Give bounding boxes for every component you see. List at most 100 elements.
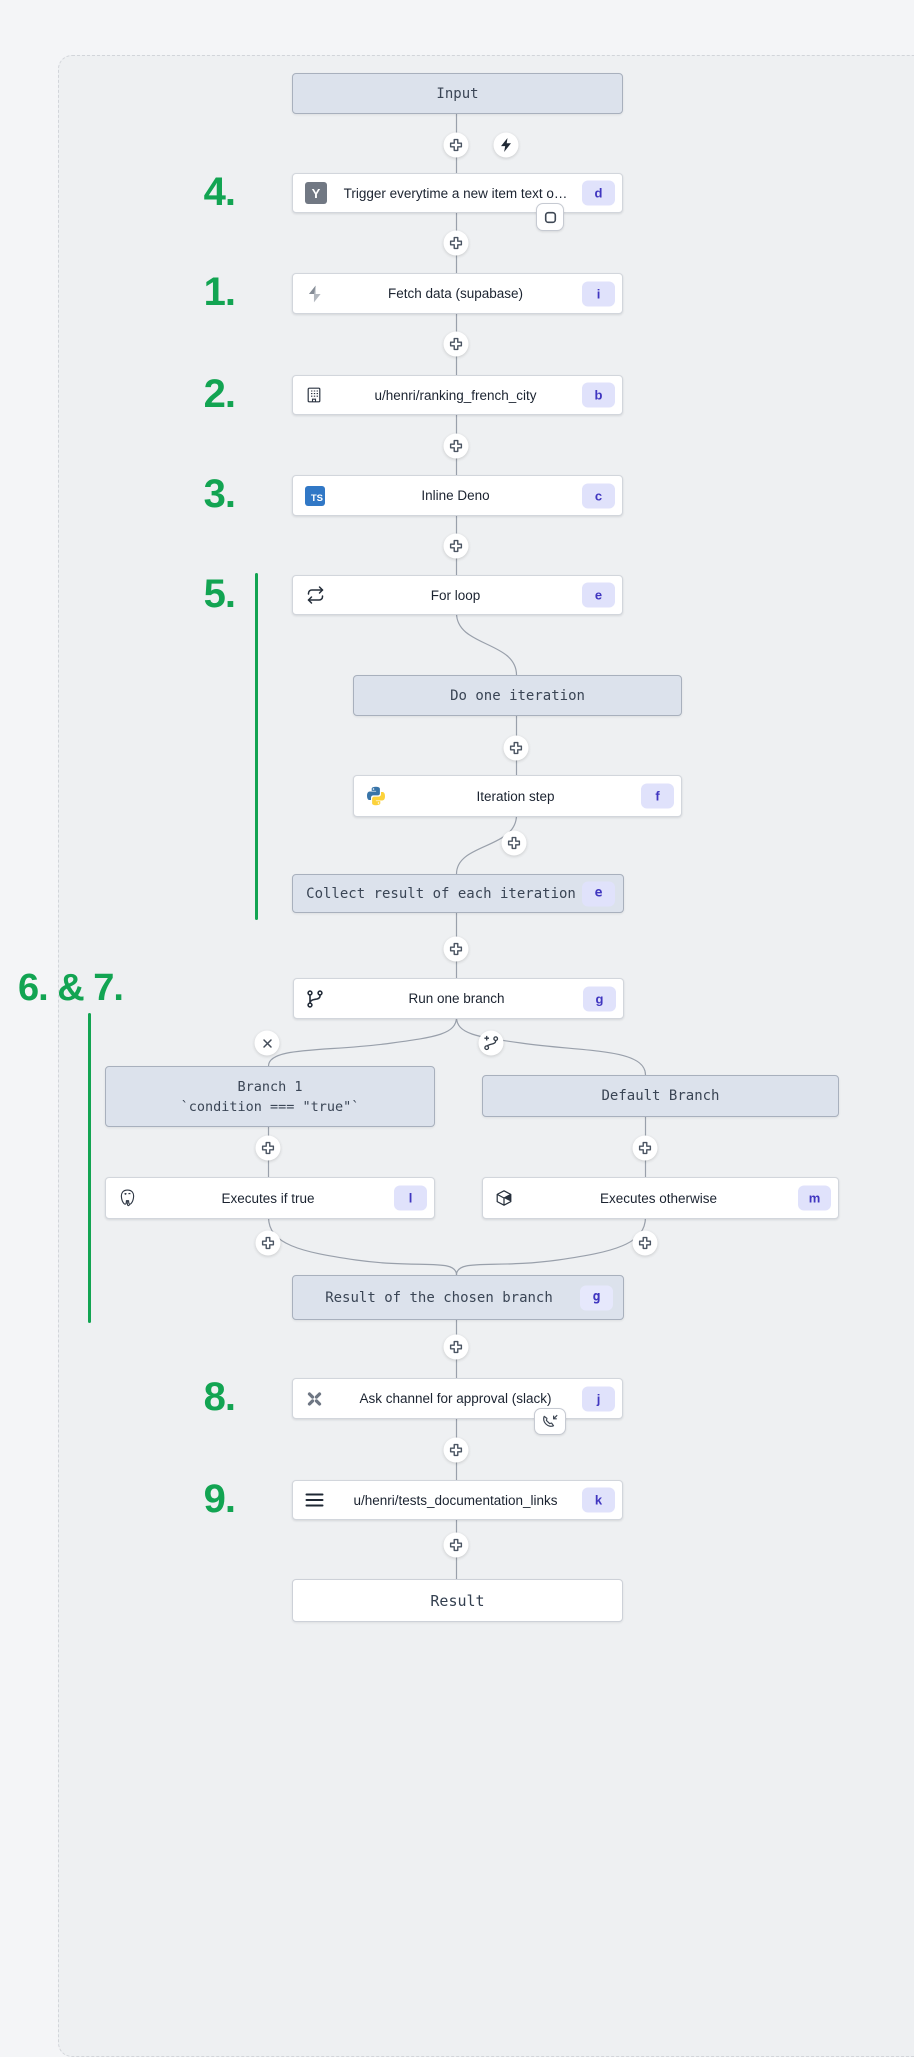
executes-if-true-node[interactable]: Executes if true l xyxy=(105,1177,435,1219)
for-loop-label: For loop xyxy=(430,587,481,603)
iteration-step-node[interactable]: Iteration step f xyxy=(353,775,682,817)
add-step-button[interactable] xyxy=(632,1135,658,1161)
executes-otherwise-node[interactable]: Executes otherwise m xyxy=(482,1177,839,1219)
trigger-node[interactable]: Y Trigger everytime a new item text o… d xyxy=(292,173,623,213)
run-one-branch-label: Run one branch xyxy=(408,991,505,1006)
remove-branch-button[interactable] xyxy=(254,1030,280,1056)
ask-approval-node[interactable]: Ask channel for approval (slack) j xyxy=(292,1378,623,1419)
add-step-button[interactable] xyxy=(503,735,529,761)
add-step-button[interactable] xyxy=(443,132,469,158)
ranking-french-city-node[interactable]: u/henri/ranking_french_city b xyxy=(292,375,623,415)
step-id-badge: i xyxy=(582,281,615,306)
step-id-badge: f xyxy=(641,783,674,809)
add-step-button[interactable] xyxy=(443,1532,469,1558)
branch1-title: Branch 1 xyxy=(237,1078,303,1095)
step-id-badge: l xyxy=(394,1185,427,1211)
add-step-button[interactable] xyxy=(501,830,527,856)
step-id-badge: j xyxy=(582,1386,615,1411)
plus-icon xyxy=(449,439,463,453)
annotation-step-9: 9. xyxy=(203,1477,236,1521)
close-x-icon xyxy=(262,1038,272,1048)
default-branch-header[interactable]: Default Branch xyxy=(482,1075,839,1117)
fetch-data-label: Fetch data (supabase) xyxy=(387,286,524,301)
step-id-badge: e xyxy=(582,582,615,608)
typescript-icon: TS xyxy=(305,485,325,506)
annotation-step-3: 3. xyxy=(203,472,236,516)
annotation-step-1: 1. xyxy=(203,270,236,314)
slack-icon xyxy=(305,1389,324,1408)
add-step-button[interactable] xyxy=(443,1334,469,1360)
trigger-node-label: Trigger everytime a new item text o… xyxy=(343,185,568,201)
add-step-button[interactable] xyxy=(255,1230,281,1256)
collect-result-node[interactable]: Collect result of each iteration e xyxy=(292,874,624,913)
approval-suspend-button[interactable] xyxy=(534,1408,566,1435)
annotation-line-step6-7 xyxy=(88,1013,91,1323)
branch1-header[interactable]: Branch 1 `condition === "true"` xyxy=(105,1066,435,1127)
menu-icon xyxy=(305,1493,324,1507)
building-icon xyxy=(305,386,323,404)
for-loop-node[interactable]: For loop e xyxy=(292,575,623,615)
plus-icon xyxy=(638,1141,652,1155)
do-one-iteration-node[interactable]: Do one iteration xyxy=(353,675,682,716)
add-trigger-button[interactable] xyxy=(493,132,519,158)
branch-add-icon xyxy=(484,1035,499,1051)
step-id-badge: b xyxy=(582,382,615,408)
plus-icon xyxy=(449,236,463,250)
annotation-step-8: 8. xyxy=(203,1375,236,1419)
annotation-step-2: 2. xyxy=(203,372,236,416)
input-node[interactable]: Input xyxy=(292,73,623,114)
postgresql-icon xyxy=(118,1189,137,1208)
plus-icon xyxy=(509,741,523,755)
chosen-branch-result-node[interactable]: Result of the chosen branch g xyxy=(292,1275,624,1320)
executes-if-true-label: Executes if true xyxy=(221,1190,315,1206)
plus-icon xyxy=(449,138,463,152)
step-id-badge: m xyxy=(798,1185,831,1211)
add-step-button[interactable] xyxy=(632,1230,658,1256)
add-step-button[interactable] xyxy=(443,230,469,256)
cube-icon xyxy=(495,1189,513,1207)
docs-links-node[interactable]: u/henri/tests_documentation_links k xyxy=(292,1480,623,1520)
inline-deno-label: Inline Deno xyxy=(421,488,490,503)
plus-icon xyxy=(449,1340,463,1354)
run-one-branch-node[interactable]: Run one branch g xyxy=(293,978,624,1019)
plus-icon xyxy=(261,1141,275,1155)
loop-icon xyxy=(305,586,326,605)
add-branch-button[interactable] xyxy=(478,1030,504,1056)
suspend-square-icon xyxy=(544,211,556,223)
fetch-data-node[interactable]: Fetch data (supabase) i xyxy=(292,273,623,314)
plus-icon xyxy=(261,1236,275,1250)
do-one-iteration-label: Do one iteration xyxy=(450,687,585,704)
lightning-bolt-icon xyxy=(501,138,511,152)
executes-otherwise-label: Executes otherwise xyxy=(599,1190,718,1206)
supabase-bolt-icon xyxy=(305,284,324,303)
plus-icon xyxy=(507,836,521,850)
result-node[interactable]: Result xyxy=(292,1579,623,1622)
step-id-badge: g xyxy=(580,1285,613,1310)
suspend-toggle-button[interactable] xyxy=(536,203,564,231)
add-step-button[interactable] xyxy=(255,1135,281,1161)
add-step-button[interactable] xyxy=(443,1437,469,1463)
plus-icon xyxy=(449,1538,463,1552)
add-step-button[interactable] xyxy=(443,331,469,357)
step-id-badge: c xyxy=(582,483,615,508)
y-combinator-icon: Y xyxy=(305,182,327,204)
step-id-badge: e xyxy=(582,881,615,906)
chosen-branch-result-label: Result of the chosen branch xyxy=(325,1289,553,1306)
result-node-label: Result xyxy=(430,1591,485,1610)
plus-icon xyxy=(449,337,463,351)
plus-icon xyxy=(449,942,463,956)
add-step-button[interactable] xyxy=(443,533,469,559)
input-node-label: Input xyxy=(436,85,479,102)
branch1-condition: `condition === "true"` xyxy=(180,1098,360,1115)
phone-callback-icon xyxy=(542,1414,558,1427)
annotation-step-5: 5. xyxy=(203,572,236,616)
inline-deno-node[interactable]: TS Inline Deno c xyxy=(292,475,623,516)
ranking-french-city-label: u/henri/ranking_french_city xyxy=(374,387,537,403)
python-icon xyxy=(366,786,386,806)
ask-approval-label: Ask channel for approval (slack) xyxy=(359,1391,552,1406)
default-branch-label: Default Branch xyxy=(601,1088,720,1104)
plus-icon xyxy=(638,1236,652,1250)
docs-links-label: u/henri/tests_documentation_links xyxy=(353,1492,558,1508)
add-step-button[interactable] xyxy=(443,433,469,459)
add-step-button[interactable] xyxy=(443,936,469,962)
